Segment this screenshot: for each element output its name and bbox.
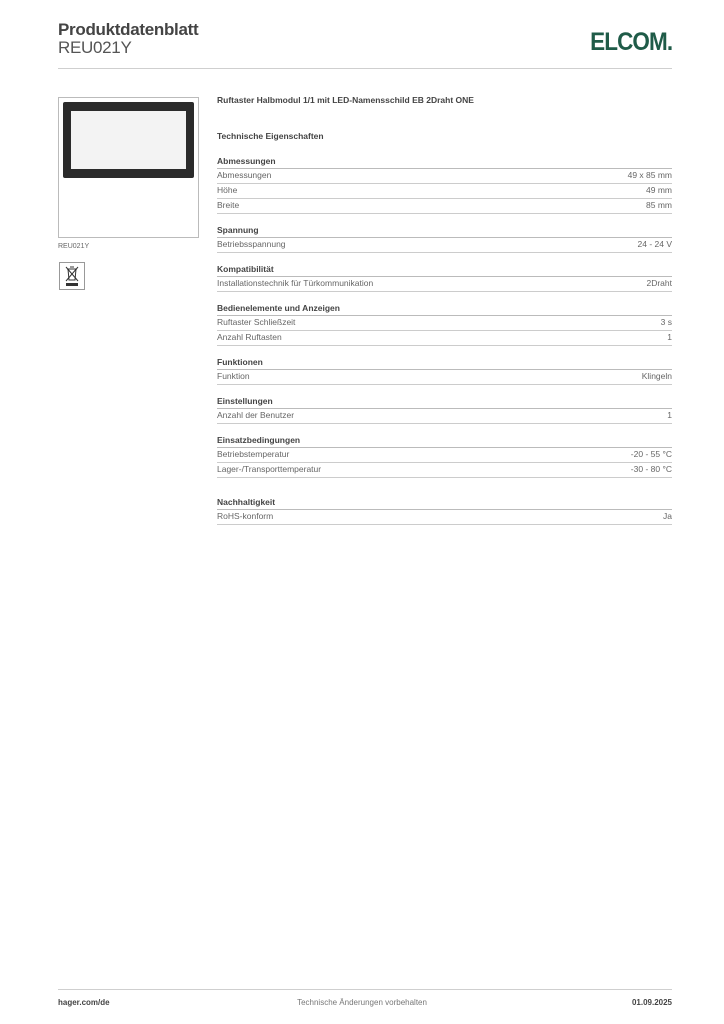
spec-value: 2Draht (646, 278, 672, 288)
name-plate (71, 111, 186, 169)
footer-divider (58, 989, 672, 990)
spec-label: Anzahl der Benutzer (217, 410, 295, 420)
section-title: Abmessungen (217, 155, 672, 169)
spec-row: Ruftaster Schließzeit 3 s (217, 316, 672, 331)
spec-label: Abmessungen (217, 170, 272, 180)
weee-bin-icon (59, 262, 85, 290)
spec-label: Installationstechnik für Türkommunikatio… (217, 278, 374, 288)
spec-row: Breite 85 mm (217, 199, 672, 214)
product-frame (63, 102, 194, 178)
spec-label: Höhe (217, 185, 238, 195)
spec-value: 49 x 85 mm (627, 170, 672, 180)
spec-label: Lager-/Transporttemperatur (217, 464, 322, 474)
section-title: Einsatzbedingungen (217, 434, 672, 448)
product-image (58, 97, 199, 238)
spec-row: Funktion Klingeln (217, 370, 672, 385)
footer-date: 01.09.2025 (631, 998, 672, 1007)
product-code: REU021Y (58, 38, 132, 57)
elcom-logo: ELCOM. (589, 28, 673, 56)
section-title: Funktionen (217, 356, 672, 370)
spec-row: Betriebstemperatur -20 - 55 °C (217, 448, 672, 463)
spec-label: Betriebstemperatur (217, 449, 290, 459)
product-details: Ruftaster Halbmodul 1/1 mit LED-Namenssc… (217, 95, 672, 525)
header-divider (58, 68, 672, 69)
section-title: Einstellungen (217, 395, 672, 409)
spec-value: 1 (667, 410, 672, 420)
section-title: Kompatibilität (217, 263, 672, 277)
spec-value: 85 mm (646, 200, 672, 210)
spec-row: Anzahl Ruftasten 1 (217, 331, 672, 346)
spec-row: Höhe 49 mm (217, 184, 672, 199)
spec-row: Anzahl der Benutzer 1 (217, 409, 672, 424)
footer-disclaimer: Technische Änderungen vorbehalten (297, 998, 427, 1007)
spec-label: Anzahl Ruftasten (217, 332, 282, 342)
spec-value: Ja (663, 511, 672, 521)
section-title: Spannung (217, 224, 672, 238)
spec-value: -20 - 55 °C (630, 449, 672, 459)
image-caption: REU021Y (58, 243, 90, 250)
spec-label: Funktion (217, 371, 250, 381)
page-title: Produktdatenblatt (58, 20, 199, 39)
product-name: Ruftaster Halbmodul 1/1 mit LED-Namenssc… (217, 95, 474, 105)
footer-website[interactable]: hager.com/de (58, 998, 110, 1007)
spec-row: Betriebsspannung 24 - 24 V (217, 238, 672, 253)
spec-label: Breite (217, 200, 240, 210)
spec-value: 1 (667, 332, 672, 342)
spec-row: RoHS-konform Ja (217, 510, 672, 525)
spec-row: Installationstechnik für Türkommunikatio… (217, 277, 672, 292)
spec-value: 3 s (660, 317, 672, 327)
spec-label: RoHS-konform (217, 511, 274, 521)
spec-label: Ruftaster Schließzeit (217, 317, 296, 327)
spec-value: 49 mm (646, 185, 672, 195)
spec-value: -30 - 80 °C (630, 464, 672, 474)
section-title: Nachhaltigkeit (217, 496, 672, 510)
spec-row: Lager-/Transporttemperatur -30 - 80 °C (217, 463, 672, 478)
tech-heading: Technische Eigenschaften (217, 131, 324, 141)
section-title: Bedienelemente und Anzeigen (217, 302, 672, 316)
spec-label: Betriebsspannung (217, 239, 286, 249)
spec-value: Klingeln (641, 371, 672, 381)
spec-value: 24 - 24 V (637, 239, 673, 249)
spec-row: Abmessungen 49 x 85 mm (217, 169, 672, 184)
